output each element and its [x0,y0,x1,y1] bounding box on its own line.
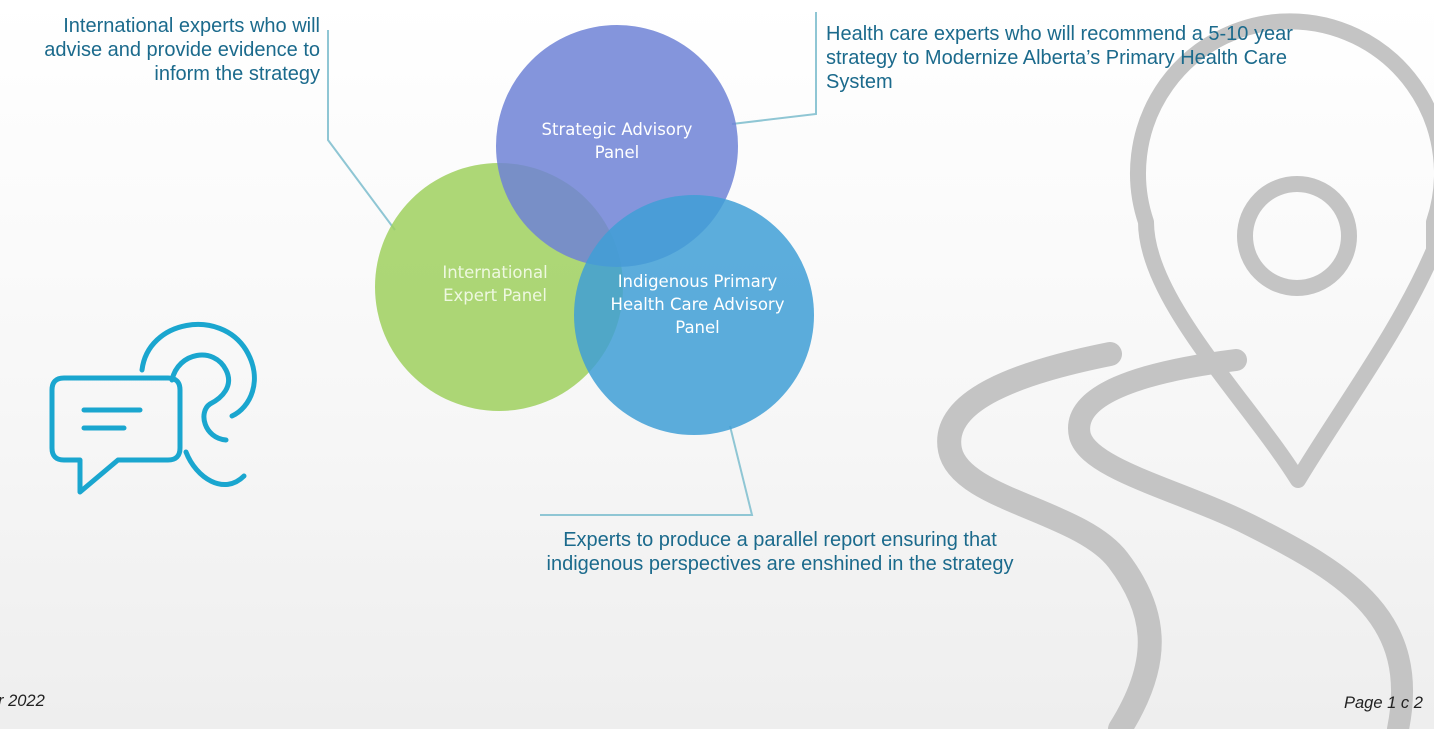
panel-circle-indigenous [574,195,814,435]
map-pin-outline [1130,13,1434,488]
footer-date: r 2022 [0,692,45,710]
road-left-edge [937,342,1162,729]
panel-label-strategic: Strategic Advisory Panel [541,120,693,162]
ear-outer-arc [139,321,257,419]
speech-bubble-shape [49,375,183,495]
panel-label-international: International Expert Panel [442,263,548,305]
ear-inner-arc [169,352,232,443]
callout-strategic: Health care experts who will recommend a… [826,23,1293,93]
connector-international [327,30,396,231]
connector-strategic [731,12,817,125]
road-right-edge [1068,349,1414,729]
panel-label-indigenous: Indigenous Primary Health Care Advisory … [610,272,785,337]
map-pin-inner-circle [1237,176,1357,296]
callout-indigenous: Experts to produce a parallel report ens… [546,529,1014,575]
connector-indigenous [540,425,754,516]
footer-page-number: Page 1 c 2 [1344,694,1423,712]
callout-international: International experts who will advise an… [44,15,320,85]
ear-lobe [183,449,247,488]
